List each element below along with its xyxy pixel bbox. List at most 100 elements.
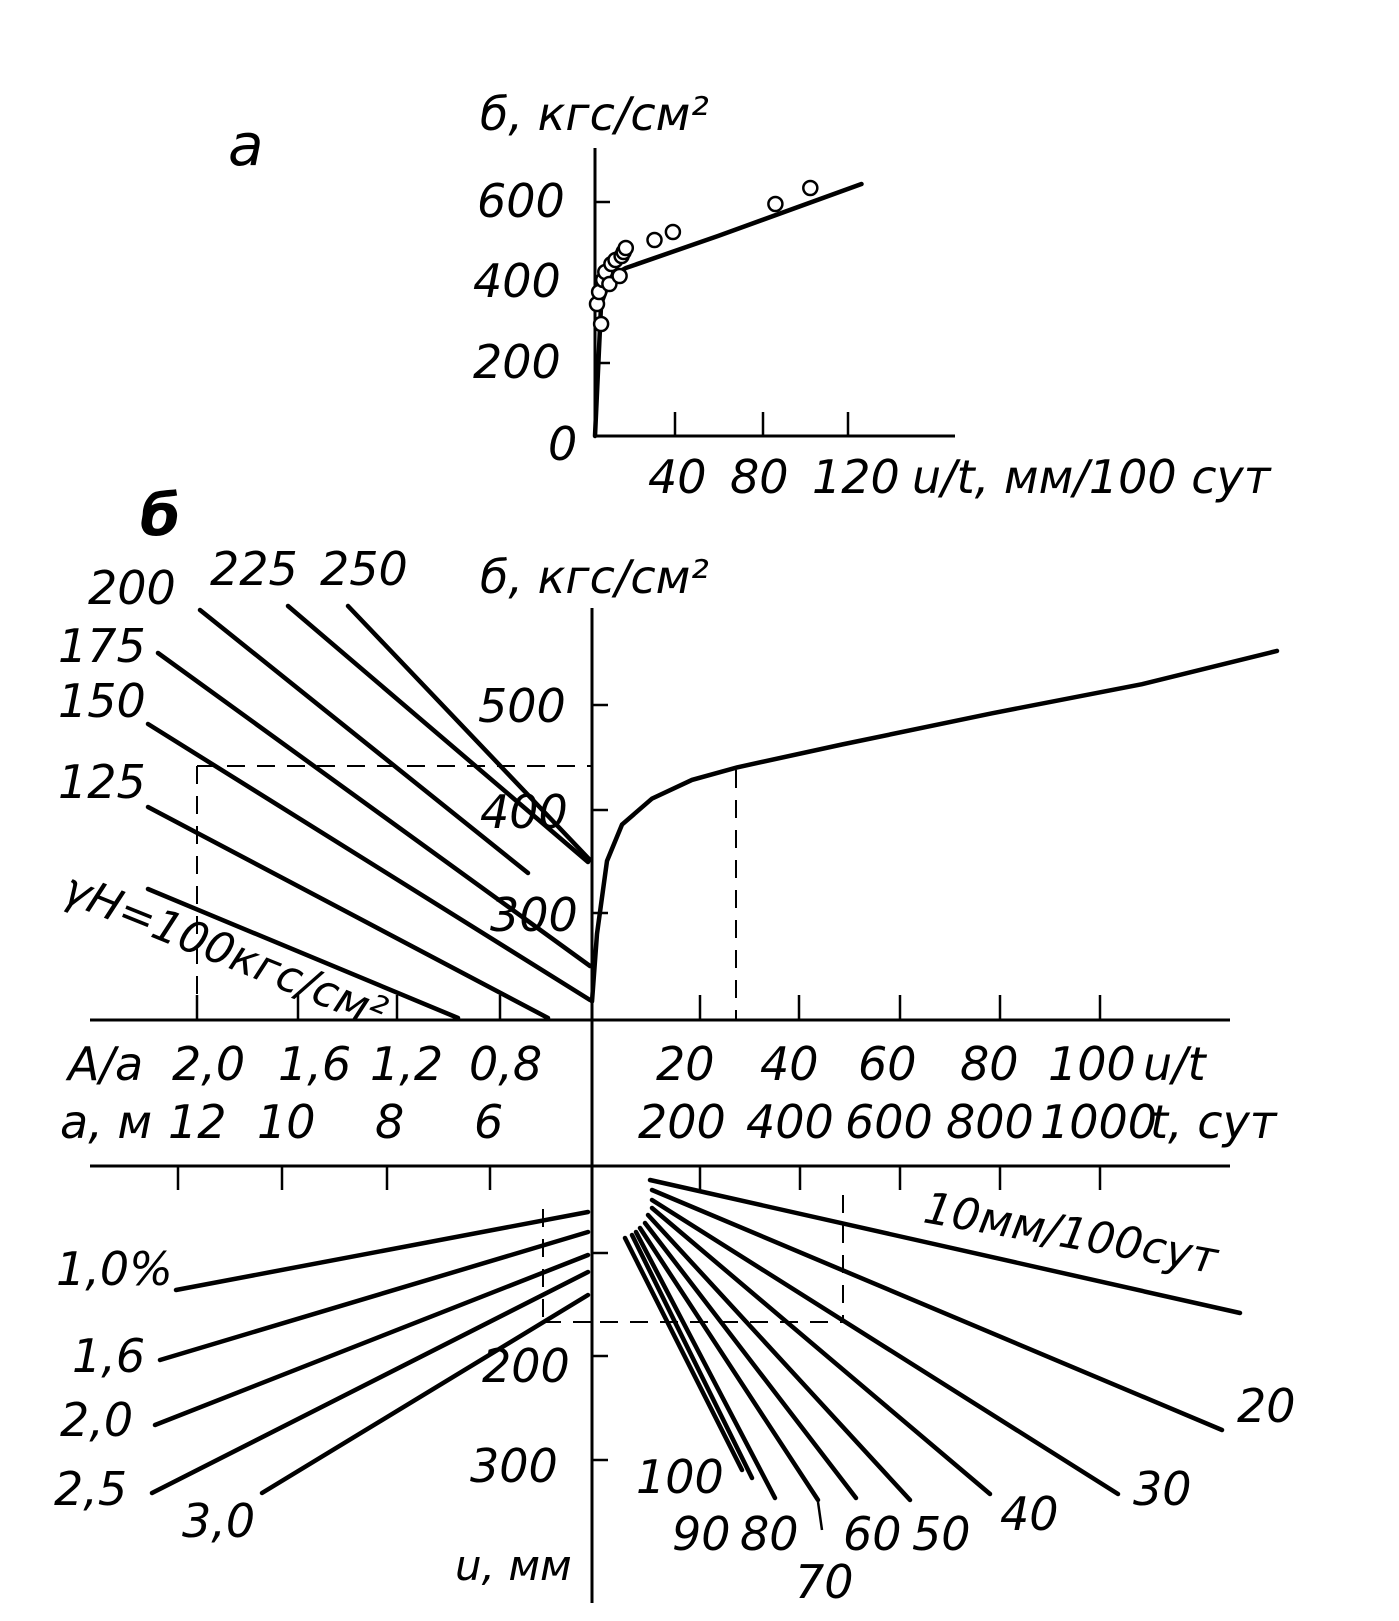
row2-left-tick-6: 6	[474, 1095, 503, 1149]
panel-a-point-14	[767, 195, 784, 213]
gamma-label-100: γH=100кгс/см²	[56, 863, 394, 1039]
panel-b-lower-y-axis-label: u, мм	[455, 1541, 572, 1590]
gamma-line-175	[155, 650, 593, 969]
rate-line-70	[637, 1225, 821, 1503]
panel-b-ytick-200-lower: 200	[482, 1339, 570, 1393]
panel-a-ytick-600: 600	[477, 174, 565, 228]
row1-right-label: u/t	[1143, 1037, 1208, 1091]
example-construction	[196, 765, 844, 1323]
percent-label-1-6: 1,6	[72, 1329, 145, 1383]
rate-label-50: 50	[912, 1507, 971, 1561]
panel-a-origin: 0	[548, 417, 577, 471]
rate-line-40	[649, 1205, 993, 1497]
rate-line-100	[622, 1235, 745, 1473]
panel-b-letter: б	[140, 481, 181, 549]
gamma-label-125: 125	[58, 755, 146, 809]
gamma-label-225: 225	[210, 542, 298, 596]
panel-a-point-11	[617, 239, 635, 257]
row1-right-tick-20: 20	[656, 1037, 715, 1091]
percent-label-3-0: 3,0	[182, 1494, 255, 1548]
panel-a-point-15	[802, 179, 819, 197]
row2-left-label: a, м	[60, 1095, 152, 1149]
panel-a-letter: а	[228, 111, 264, 179]
panel-b-ytick-300-lower: 300	[470, 1439, 558, 1493]
gamma-line-250	[345, 603, 593, 863]
rate-line-20	[649, 1187, 1225, 1433]
row1-left-tick-1-2: 1,2	[370, 1037, 443, 1091]
row2-right-label: t, сут	[1150, 1095, 1278, 1149]
panel-b-stress-curve	[589, 648, 1280, 1004]
gamma-label-250: 250	[320, 542, 408, 596]
row2-right-tick-600: 600	[845, 1095, 933, 1149]
row1-left-label: A/a	[65, 1037, 143, 1091]
row2-left-tick-12: 12	[168, 1095, 227, 1149]
rate-line-10	[647, 1177, 1243, 1316]
rate-label-70: 70	[795, 1555, 854, 1609]
percent-line-2-0	[152, 1252, 591, 1428]
panel-b-curve	[589, 648, 1280, 1004]
rate-label-10: 10мм/100сут	[920, 1183, 1223, 1285]
rate-line-60	[642, 1220, 859, 1501]
panel-b-axes	[90, 608, 1230, 1603]
panel-a-trend-line	[592, 181, 864, 439]
percent-label-2-0: 2,0	[60, 1393, 133, 1447]
panel-a-ytick-200: 200	[473, 335, 561, 389]
row1-right-tick-60: 60	[858, 1037, 917, 1091]
panel-b-ytick-300: 300	[490, 888, 578, 942]
rate-label-100: 100	[636, 1450, 724, 1504]
row2-right-tick-1000: 1000	[1040, 1095, 1157, 1149]
percent-label-1-0: 1,0%	[56, 1242, 173, 1296]
panel-a-xtick-120: 120	[812, 450, 900, 504]
gamma-lines	[145, 603, 593, 1021]
gamma-line-100	[145, 886, 461, 1021]
percent-line-1-6	[157, 1229, 591, 1363]
rate-lines	[622, 1177, 1243, 1531]
row1-left-tick-2-0: 2,0	[172, 1037, 245, 1091]
row2-right-tick-800: 800	[946, 1095, 1034, 1149]
percent-line-1-0	[173, 1209, 591, 1293]
row1-right-tick-40: 40	[760, 1037, 819, 1091]
percent-lines	[149, 1209, 591, 1496]
rate-label-20: 20	[1237, 1379, 1296, 1433]
row2-right-tick-400: 400	[746, 1095, 834, 1149]
percent-line-3-0	[259, 1292, 591, 1496]
panel-a-xtick-80: 80	[730, 450, 789, 504]
row1-left-tick-1-6: 1,6	[278, 1037, 351, 1091]
rate-label-40: 40	[1000, 1487, 1059, 1541]
rate-line-30	[649, 1197, 1121, 1497]
gamma-label-175: 175	[58, 619, 146, 673]
gamma-line-225	[285, 603, 591, 865]
rate-label-60: 60	[843, 1507, 902, 1561]
panel-a-point-13	[664, 223, 682, 241]
panel-a-data	[588, 179, 864, 439]
gamma-label-150: 150	[58, 674, 146, 728]
panel-a-point-8	[611, 267, 628, 285]
panel-b-y-axis-label: б, кгс/см²	[480, 550, 709, 604]
panel-a-ytick-400: 400	[473, 254, 561, 308]
percent-line-2-5	[149, 1269, 591, 1496]
panel-a-point-12	[646, 231, 663, 249]
rate-line-80	[633, 1229, 778, 1501]
gamma-line-125	[145, 804, 551, 1021]
panel-a-axes	[593, 148, 955, 438]
gamma-line-150	[145, 721, 593, 1003]
gamma-label-200: 200	[88, 561, 176, 615]
panel-a-xtick-40: 40	[648, 450, 707, 504]
panel-a-y-axis-label: б, кгс/см²	[480, 87, 709, 141]
panel-a-x-axis-label: u/t, мм/100 сут	[912, 450, 1272, 504]
row2-right-tick-200: 200	[638, 1095, 726, 1149]
row2-left-tick-10: 10	[257, 1095, 316, 1149]
row1-left-tick-0-8: 0,8	[469, 1037, 542, 1091]
panel-a-point-2	[592, 315, 610, 333]
gamma-line-200	[197, 607, 531, 876]
percent-label-2-5: 2,5	[54, 1462, 127, 1516]
row1-right-tick-80: 80	[960, 1037, 1019, 1091]
row2-left-tick-8: 8	[375, 1095, 404, 1149]
panel-b-ytick-500: 500	[478, 679, 566, 733]
row1-right-tick-100: 100	[1048, 1037, 1136, 1091]
rate-label-90: 90	[672, 1507, 731, 1561]
rate-line-90	[629, 1232, 755, 1481]
rate-label-30: 30	[1133, 1462, 1192, 1516]
rate-line-50	[645, 1212, 913, 1503]
